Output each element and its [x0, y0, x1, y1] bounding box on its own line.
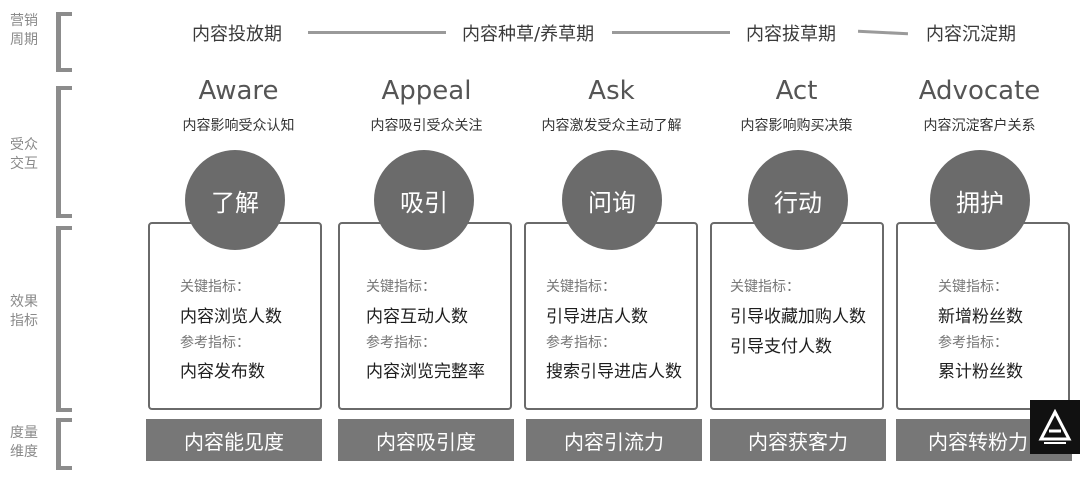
stage-circle-appeal: 吸引	[374, 150, 474, 250]
stage-desc-appeal: 内容吸引受众关注	[370, 118, 483, 134]
row-label-line: 交互	[10, 156, 38, 172]
row-label-effect-metrics: 效果 指标	[4, 293, 44, 331]
stage-box-advocate	[896, 222, 1070, 410]
ref-metric: 内容浏览完整率	[366, 362, 485, 382]
bracket-marketing-cycle	[56, 12, 72, 72]
dimension-bar-act: 内容获客力	[710, 419, 886, 461]
key-metric: 引导进店人数	[546, 307, 648, 327]
stage-box-ask	[524, 222, 698, 410]
a-logo-glyph	[1038, 409, 1072, 444]
key-metric: 引导收藏加购人数	[730, 307, 866, 327]
stage-title-aware: Aware	[198, 76, 279, 106]
row-label-line: 受众	[10, 137, 38, 153]
stage-desc-advocate: 内容沉淀客户关系	[923, 118, 1036, 134]
bracket-measure-dimension	[56, 418, 72, 470]
ref-metric-label: 参考指标：	[938, 335, 1008, 351]
phase-connector	[612, 31, 730, 34]
phase-retention: 内容沉淀期	[926, 24, 1016, 45]
key-metric: 新增粉丝数	[938, 307, 1023, 327]
ref-metric: 搜索引导进店人数	[546, 362, 682, 382]
stage-circle-aware: 了解	[185, 150, 285, 250]
dimension-bar-appeal: 内容吸引度	[338, 419, 514, 461]
ref-metric: 内容发布数	[180, 362, 265, 382]
key-metric-label: 关键指标：	[366, 279, 436, 295]
key-metric: 内容互动人数	[366, 307, 468, 327]
key-metric-label: 关键指标：	[546, 279, 616, 295]
stage-box-act	[710, 222, 884, 410]
stage-desc-act: 内容影响购买决策	[740, 118, 853, 134]
row-label-line: 周期	[10, 32, 38, 48]
stage-title-appeal: Appeal	[381, 76, 472, 106]
ref-metric-label: 参考指标：	[546, 335, 616, 351]
phase-seeding: 内容种草/养草期	[462, 24, 595, 45]
stage-title-act: Act	[775, 76, 818, 106]
stage-title-ask: Ask	[588, 76, 635, 106]
row-label-audience-interaction: 受众 交互	[4, 136, 44, 174]
stage-box-appeal	[338, 222, 512, 410]
stage-circle-act: 行动	[748, 150, 848, 250]
a-logo-icon[interactable]	[1030, 400, 1080, 454]
key-metric-label: 关键指标：	[938, 279, 1008, 295]
row-label-line: 维度	[10, 444, 38, 460]
stage-desc-ask: 内容激发受众主动了解	[541, 118, 682, 134]
phase-launch: 内容投放期	[192, 24, 282, 45]
row-label-line: 效果	[10, 294, 38, 310]
ref-metric: 累计粉丝数	[938, 362, 1023, 382]
key-metric: 内容浏览人数	[180, 307, 282, 327]
bracket-audience-interaction	[56, 86, 72, 218]
row-label-marketing-cycle: 营销 周期	[4, 12, 44, 50]
stage-box-aware	[148, 222, 322, 410]
phase-connector	[857, 29, 909, 36]
stage-circle-ask: 问询	[562, 150, 662, 250]
phase-connector	[308, 31, 446, 34]
row-label-line: 度量	[10, 425, 38, 441]
stage-desc-aware: 内容影响受众认知	[182, 118, 295, 134]
row-label-line: 指标	[10, 313, 38, 329]
key-metric: 引导支付人数	[730, 337, 832, 357]
ref-metric-label: 参考指标：	[366, 335, 436, 351]
key-metric-label: 关键指标：	[730, 279, 800, 295]
row-label-line: 营销	[10, 13, 38, 29]
ref-metric-label: 参考指标：	[180, 335, 250, 351]
dimension-bar-ask: 内容引流力	[526, 419, 702, 461]
stage-circle-advocate: 拥护	[930, 150, 1030, 250]
stage-title-advocate: Advocate	[918, 76, 1041, 106]
row-label-measure-dimension: 度量 维度	[4, 424, 44, 462]
phase-conversion: 内容拔草期	[746, 24, 836, 45]
dimension-bar-aware: 内容能见度	[146, 419, 322, 461]
bracket-effect-metrics	[56, 226, 72, 412]
key-metric-label: 关键指标：	[180, 279, 250, 295]
